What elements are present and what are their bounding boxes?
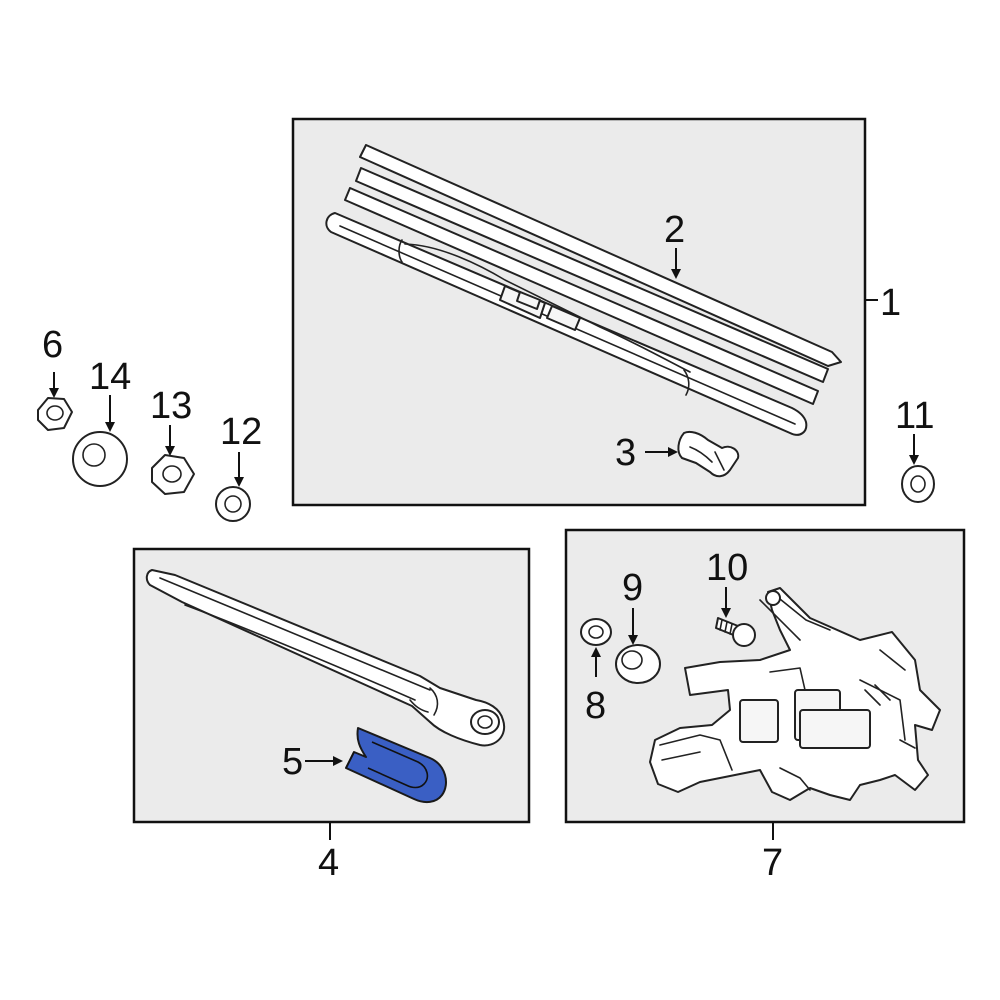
callout-5: 5 bbox=[282, 741, 303, 783]
bushing-8-illustration bbox=[580, 618, 612, 646]
hex-nut-13-illustration bbox=[151, 454, 195, 495]
hex-nut-6-illustration bbox=[37, 397, 73, 431]
washer-12-illustration bbox=[215, 486, 251, 522]
callout-9: 9 bbox=[622, 567, 643, 609]
wiper-arm-cap-illustration bbox=[345, 727, 447, 804]
washer-11-illustration bbox=[901, 465, 935, 503]
callout-2: 2 bbox=[664, 209, 685, 251]
wiper-arm-illustration bbox=[145, 569, 506, 747]
callout-1: 1 bbox=[880, 282, 901, 324]
callout-3: 3 bbox=[615, 432, 636, 474]
callout-10: 10 bbox=[706, 547, 748, 589]
bolt-10-illustration bbox=[715, 617, 756, 647]
grommet-9-illustration bbox=[615, 644, 661, 684]
blade-adapter-clip-illustration bbox=[677, 430, 740, 478]
callout-8: 8 bbox=[585, 685, 606, 727]
callout-12: 12 bbox=[220, 411, 262, 453]
callout-11: 11 bbox=[895, 395, 934, 437]
wiper-blade-body-illustration bbox=[325, 212, 808, 436]
wiper-motor-illustration bbox=[649, 587, 941, 801]
callout-13: 13 bbox=[150, 385, 192, 427]
callout-6: 6 bbox=[42, 324, 63, 366]
callout-14: 14 bbox=[89, 356, 131, 398]
callout-4: 4 bbox=[318, 842, 339, 884]
callout-7: 7 bbox=[762, 842, 783, 884]
grommet-14-illustration bbox=[72, 431, 128, 487]
wiper-blade-insert-illustration bbox=[344, 144, 842, 405]
